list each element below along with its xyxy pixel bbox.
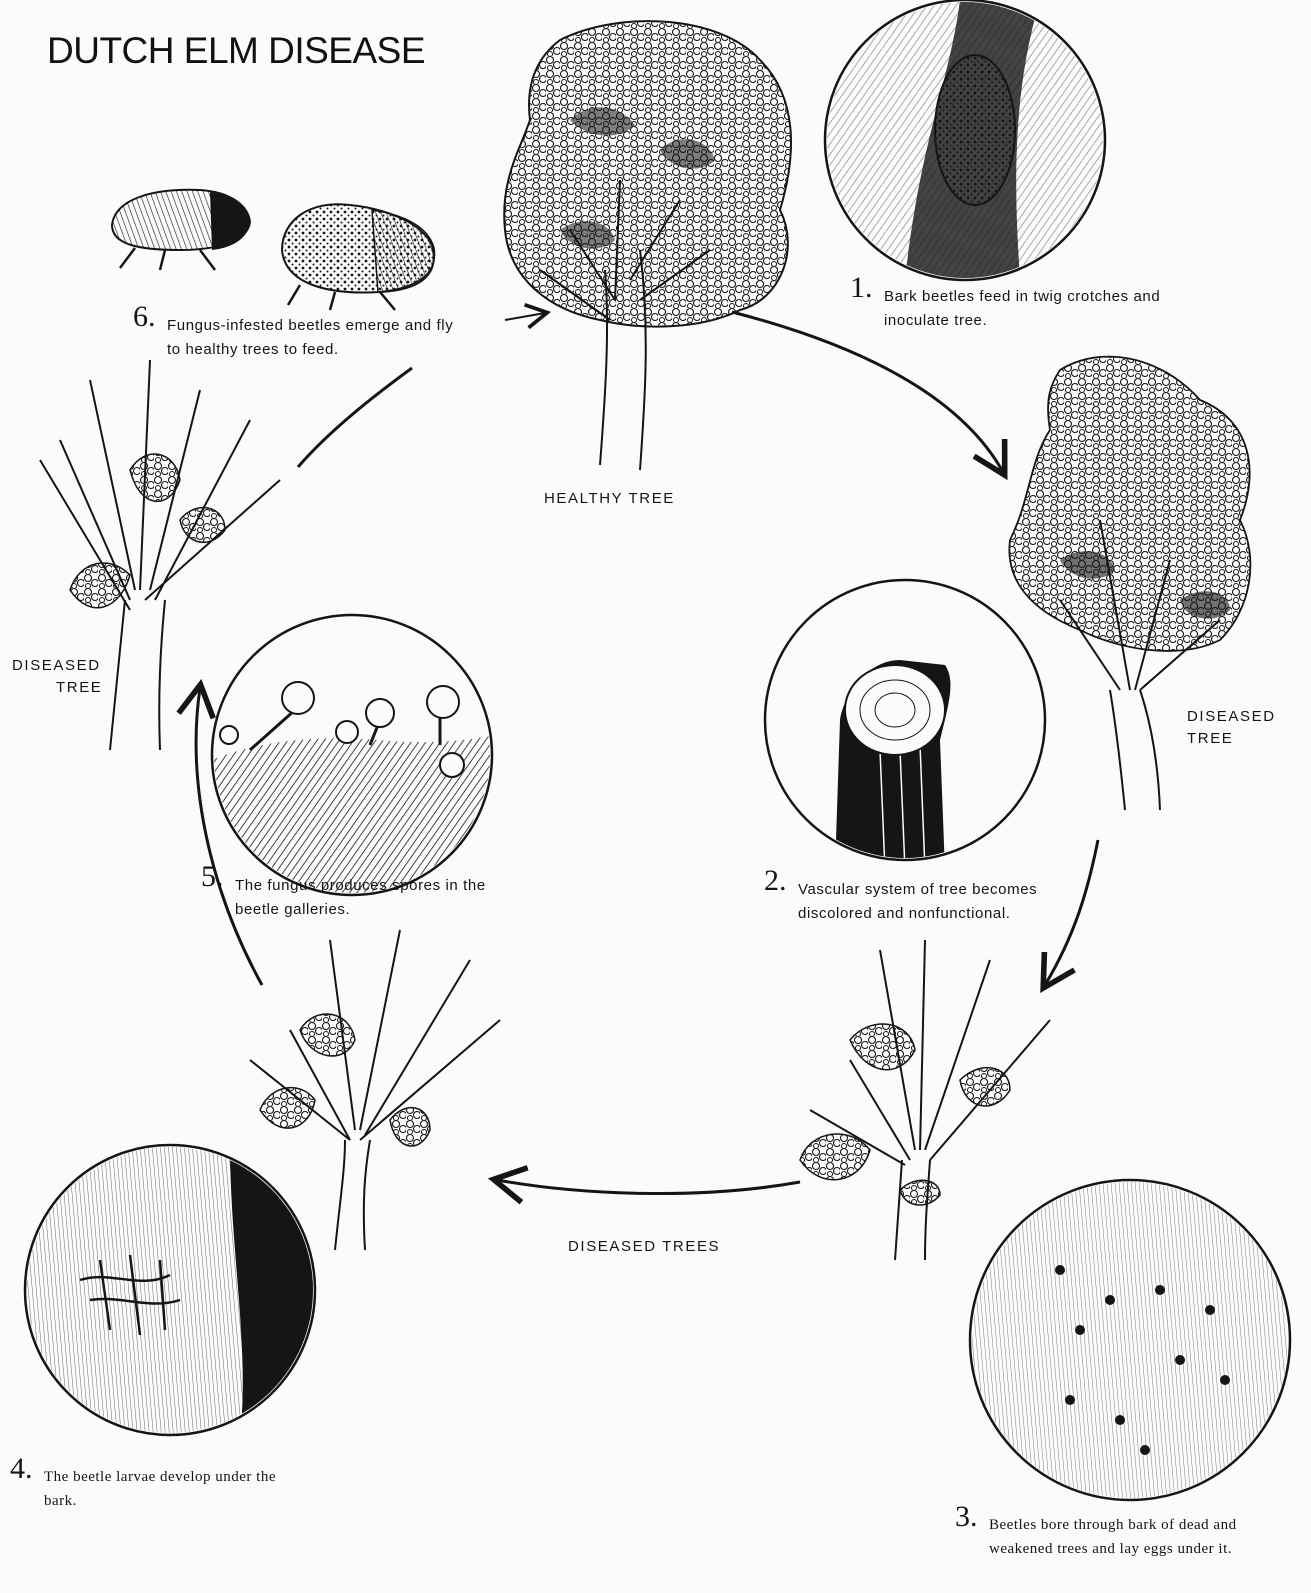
diseased-tree-bottom-right-drawing (800, 940, 1050, 1260)
step-6-caption: 6. Fungus-infested beetles emerge and fl… (133, 313, 503, 365)
step-5-line-2: beetle galleries. (235, 897, 350, 922)
step-4-line-1: The beetle larvae develop under the (44, 1465, 276, 1490)
step-2-line-2: discolored and nonfunctional. (798, 901, 1011, 926)
step-4-line-2: bark. (44, 1489, 77, 1514)
step-5-number: 5. (201, 864, 224, 889)
step-3-number: 3. (955, 1504, 978, 1529)
beetle-top-drawing (282, 204, 435, 310)
step-1-caption: 1. Bark beetles feed in twig crotches an… (850, 284, 1210, 336)
label-diseased-tree-right-line1: DISEASED (1187, 706, 1276, 728)
step-2-caption: 2. Vascular system of tree becomes disco… (764, 877, 1094, 929)
step-3-line-1: Beetles bore through bark of dead and (989, 1513, 1237, 1538)
circle-2-twig-cross-section (765, 580, 1045, 870)
label-diseased-tree-left-line1: DISEASED (12, 655, 101, 677)
arrow-left-to-healthy-end (505, 313, 545, 320)
step-6-line-1: Fungus-infested beetles emerge and fly (167, 313, 453, 338)
arrow-left-to-healthy-start (298, 368, 412, 467)
label-diseased-trees: DISEASED TREES (568, 1236, 720, 1258)
step-4-caption: 4. The beetle larvae develop under the b… (10, 1465, 330, 1517)
arrow-right-pair-to-left-pair (497, 1180, 800, 1194)
step-3-caption: 3. Beetles bore through bark of dead and… (955, 1513, 1295, 1565)
circle-3-bore-holes (970, 1180, 1290, 1500)
circle-5-fungal-spores (212, 615, 495, 900)
arrow-healthy-to-diseased (732, 312, 1003, 472)
step-2-number: 2. (764, 868, 787, 893)
label-healthy-tree: HEALTHY TREE (544, 488, 675, 510)
healthy-tree-drawing (504, 21, 791, 470)
label-diseased-tree-left-line2: TREE (56, 677, 102, 699)
beetle-side-drawing (112, 190, 250, 270)
diseased-tree-bottom-left-drawing (250, 930, 500, 1250)
circle-4-larval-galleries (25, 1145, 315, 1435)
step-2-line-1: Vascular system of tree becomes (798, 877, 1037, 902)
step-6-number: 6. (133, 304, 156, 329)
step-1-number: 1. (850, 275, 873, 300)
step-1-line-2: inoculate tree. (884, 308, 987, 333)
step-4-number: 4. (10, 1456, 33, 1481)
label-diseased-tree-right-line2: TREE (1187, 728, 1233, 750)
step-5-caption: 5. The fungus produces spores in the bee… (201, 873, 531, 925)
circle-1-beetle-in-twig (825, 0, 1105, 280)
step-6-line-2: to healthy trees to feed. (167, 337, 339, 362)
step-5-line-1: The fungus produces spores in the (235, 873, 486, 898)
step-3-line-2: weakened trees and lay eggs under it. (989, 1537, 1232, 1562)
step-1-line-1: Bark beetles feed in twig crotches and (884, 284, 1160, 309)
